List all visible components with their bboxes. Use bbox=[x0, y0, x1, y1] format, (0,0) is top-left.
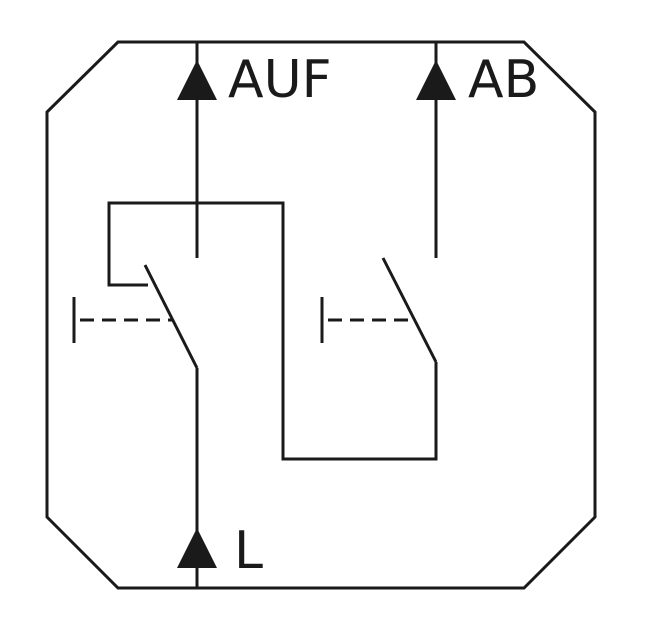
ab-switch-contact bbox=[381, 257, 438, 363]
ab-arrow-icon bbox=[416, 60, 456, 100]
auf-label: AUF bbox=[228, 50, 332, 110]
ab-label: AB bbox=[468, 50, 539, 110]
line-arrow-icon bbox=[177, 528, 217, 568]
auf-arrow-icon bbox=[177, 60, 217, 100]
auf-switch-contact bbox=[143, 264, 199, 369]
housing-outline bbox=[45, 40, 597, 590]
line-label: L bbox=[234, 521, 263, 581]
interlock-wire bbox=[107, 201, 438, 461]
